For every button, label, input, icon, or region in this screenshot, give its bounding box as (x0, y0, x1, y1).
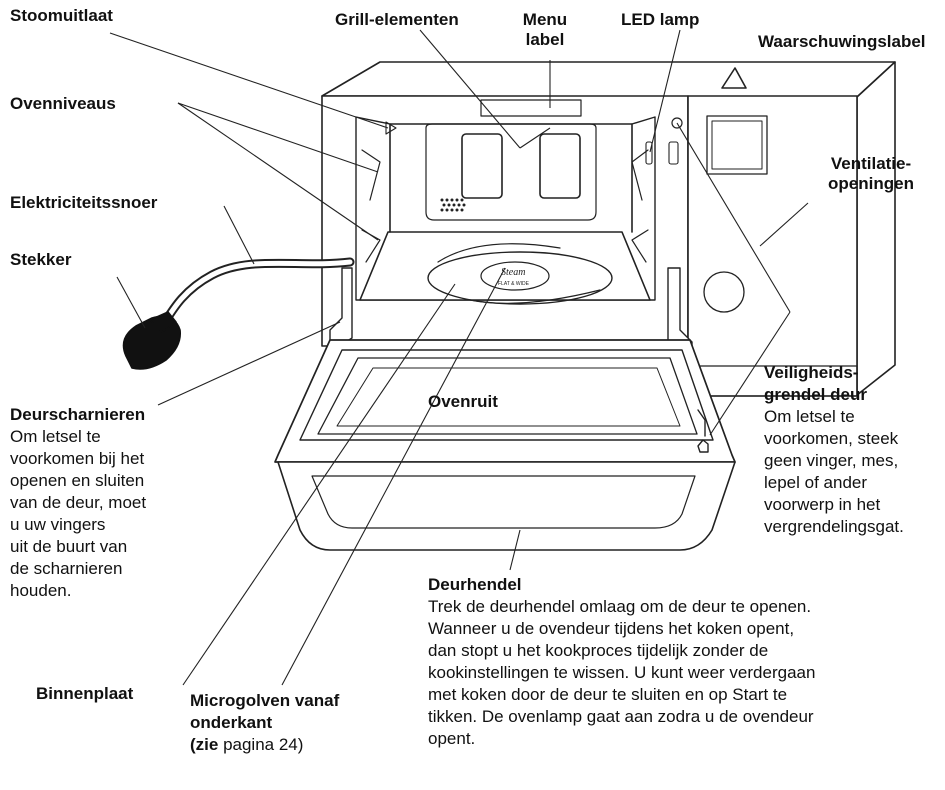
scharnieren-line: de scharnieren (10, 559, 123, 578)
control-panel (687, 95, 858, 397)
label-menu-line1: Menu (522, 10, 568, 29)
leader-deurhendel (509, 529, 521, 571)
microgolven-ref-prefix: (zie (190, 735, 224, 754)
oven-window-inner (317, 357, 698, 435)
leader-grendel-1 (676, 122, 791, 313)
leader-ventilatie (759, 202, 809, 247)
label-ovenniveaus: Ovenniveaus (10, 94, 116, 113)
deurhendel-line: kookinstellingen te wissen. U kunt weer … (428, 663, 816, 682)
leader-stekker (116, 276, 146, 329)
oven-top-panel (321, 61, 896, 98)
scharnieren-line: u uw vingers (10, 515, 106, 534)
control-knob (703, 271, 745, 313)
leader-grill (419, 29, 521, 149)
label-elektriciteitssnoer: Elektriciteitssnoer (10, 193, 158, 212)
label-ventilatie-line1: Ventilatie- (830, 154, 912, 173)
label-ventilatie-line2: openingen (828, 174, 914, 193)
leader-led (649, 29, 681, 153)
cavity-back-wall (425, 123, 597, 221)
leader-grendel-2 (709, 311, 791, 436)
display-window-inner (711, 120, 763, 170)
grendel-line: lepel of ander (764, 473, 868, 492)
grendel-block: Veiligheids- grendel deur Om letsel te v… (764, 362, 904, 538)
grendel-title-2: grendel deur (764, 385, 867, 404)
scharnieren-block: Deurscharnieren Om letsel te voorkomen b… (10, 404, 146, 602)
plate-logo-sub: FLAT & WIDE (498, 281, 530, 287)
led-lamp (645, 141, 653, 165)
deurhendel-line: met koken door de deur te sluiten en op … (428, 685, 788, 704)
leader-stoomuitlaat (109, 32, 389, 129)
leader-scharnieren (157, 321, 341, 406)
door-latch (697, 409, 709, 453)
scharnieren-title: Deurscharnieren (10, 405, 146, 424)
label-ventilatie-openingen: Ventilatie- openingen (806, 154, 936, 194)
leader-snoer (223, 205, 255, 265)
door-lock-sensor (671, 117, 683, 129)
label-waarschuwingslabel: Waarschuwingslabel (758, 32, 926, 51)
scharnieren-line: openen en sluiten (10, 471, 145, 490)
label-ovenruit: Ovenruit (428, 392, 498, 411)
leader-grill-2 (519, 127, 551, 149)
label-stoomuitlaat: Stoomuitlaat (10, 6, 113, 25)
deurhendel-line: Trek de deurhendel omlaag om de deur te … (428, 597, 812, 616)
label-grill-elementen: Grill-elementen (335, 10, 459, 29)
grendel-line: voorkomen, steek (764, 429, 899, 448)
grill-element-left (461, 133, 503, 199)
microgolven-ref-suffix: ) (297, 735, 304, 754)
grendel-line: voorwerp in het (764, 495, 881, 514)
plate-center (480, 261, 550, 291)
oven-window-outer (299, 349, 714, 441)
grendel-line: vergrendelingsgat. (764, 517, 904, 536)
microgolven-title-1: Microgolven vanaf (190, 691, 340, 710)
label-binnenplaat: Binnenplaat (36, 684, 134, 703)
microgolven-ref-page[interactable]: pagina 24 (223, 735, 298, 754)
warning-triangle-icon (721, 67, 747, 89)
inner-plate (427, 251, 613, 305)
deurhendel-line: Wanneer u de ovendeur tijdens het koken … (428, 619, 795, 638)
label-menu-line2: label (525, 30, 565, 49)
scharnieren-line: uit de buurt van (10, 537, 128, 556)
plate-logo: Steam (501, 267, 525, 278)
sensor-window (668, 141, 679, 165)
grendel-title-1: Veiligheids- (764, 363, 859, 382)
microgolven-ref: (zie pagina 24) (190, 734, 339, 756)
deurhendel-line: dan stopt u het kookproces tijdelijk zon… (428, 641, 769, 660)
leader-ovenniveaus-2 (177, 102, 379, 241)
deurhendel-line: tikken. De ovenlamp gaat aan zodra u de … (428, 707, 814, 726)
scharnieren-line: van de deur, moet (10, 493, 147, 512)
leader-binnenplaat (182, 283, 456, 686)
shelf-level-right (631, 149, 649, 263)
microgolven-block: Microgolven vanaf onderkant (zie pagina … (190, 690, 339, 756)
deurhendel-block: Deurhendel Trek de deurhendel omlaag om … (428, 574, 815, 750)
grill-element-right (539, 133, 581, 199)
label-led-lamp: LED lamp (621, 10, 700, 29)
scharnieren-line: voorkomen bij het (10, 449, 145, 468)
scharnieren-line: Om letsel te (10, 427, 101, 446)
display-window (706, 115, 768, 175)
microgolven-title-2: onderkant (190, 713, 273, 732)
leader-microgolven (281, 267, 506, 686)
leader-ovenniveaus-1 (177, 102, 379, 173)
door-handle (277, 461, 736, 551)
oven-right-side (856, 61, 896, 396)
label-menu-label: Menu label (510, 10, 580, 50)
scharnieren-line: houden. (10, 581, 72, 600)
label-stekker: Stekker (10, 250, 72, 269)
deurhendel-line: opent. (428, 729, 476, 748)
grendel-line: Om letsel te (764, 407, 855, 426)
steam-outlet (385, 121, 397, 135)
cavity-floor (359, 231, 651, 301)
vent-holes (440, 198, 466, 212)
leader-lines (109, 29, 809, 686)
deurhendel-title: Deurhendel (428, 575, 522, 594)
grendel-line: geen vinger, mes, (764, 451, 899, 470)
menu-label-plate (480, 99, 582, 117)
